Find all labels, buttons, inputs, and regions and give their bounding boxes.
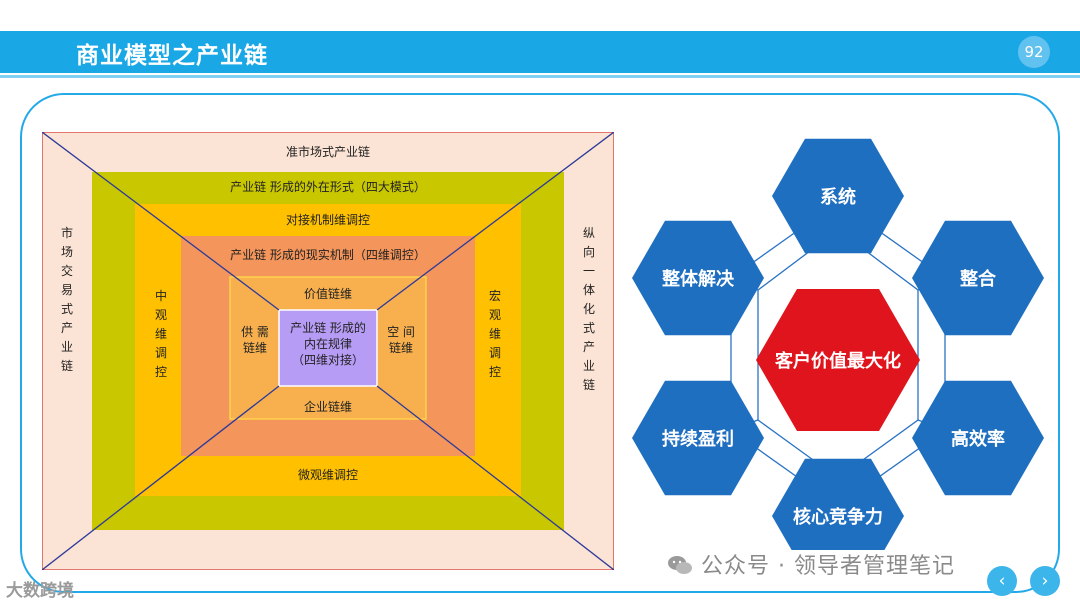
hex-node-efficiency	[912, 380, 1044, 496]
industry-chain-diagram: 准市场式产业链 市场交易式产业链 纵向一体化式产业链 产业链 形成的外在形式（四…	[41, 131, 615, 574]
hex-node-sustained-profit	[632, 380, 764, 496]
diagonal-line	[376, 385, 615, 571]
hex-label-sustained-profit: 持续盈利	[662, 428, 734, 450]
wechat-icon	[668, 556, 692, 574]
center-hex	[756, 289, 920, 431]
nested-layers-graphic	[41, 131, 615, 571]
brand-logo: 大数跨境	[6, 581, 74, 601]
chevron-left-icon[interactable]: ‹	[987, 566, 1017, 596]
hex-node-core-competence	[772, 458, 904, 574]
hex-label-efficiency: 高效率	[951, 428, 1005, 450]
watermark-text: 公众号 · 领导者管理笔记	[701, 554, 955, 579]
layer3-bottom-label: 微观维调控	[297, 468, 358, 482]
outer-top-label: 准市场式产业链	[285, 145, 370, 159]
layer5-left-label: 供 需 链维	[241, 325, 269, 356]
layer5-right-label: 空 间 链维	[387, 325, 415, 356]
layer3-right-label: 宏观维调控	[488, 289, 501, 379]
title-bar: 商业模型之产业链 92	[0, 31, 1080, 78]
layer2-top-label: 产业链 形成的外在形式（四大模式）	[230, 180, 426, 194]
diagonal-line	[41, 131, 280, 311]
center-label: 客户价值最大化	[775, 350, 901, 372]
diagonal-line	[376, 131, 615, 311]
page-title: 商业模型之产业链	[76, 43, 268, 69]
wechat-watermark: 公众号 · 领导者管理笔记	[667, 548, 955, 580]
outer-left-label: 市场交易式产业链	[60, 226, 73, 373]
chevron-right-icon[interactable]: ›	[1030, 566, 1060, 596]
layer3-top-label: 对接机制维调控	[285, 213, 370, 227]
hex-label-total-solution: 整体解决	[661, 268, 735, 290]
hex-label-core-competence: 核心竞争力	[793, 506, 883, 528]
hex-node-integration	[912, 220, 1044, 336]
hex-node-total-solution	[632, 220, 764, 336]
diagonal-line	[41, 385, 280, 571]
hex-label-system: 系统	[820, 186, 856, 208]
layer3-left-label: 中观维调控	[154, 289, 167, 379]
hex-node-system	[772, 138, 904, 254]
layer4-top-label: 产业链 形成的现实机制（四维调控）	[230, 248, 426, 262]
layer5-bottom-label: 企业链维	[303, 400, 352, 414]
hex-label-integration: 整合	[959, 268, 997, 290]
layer5-top-label: 价值链维	[303, 287, 352, 301]
page-number-badge: 92	[1018, 36, 1050, 68]
content-frame	[20, 93, 1060, 593]
outer-right-label: 纵向一体化式产业链	[582, 226, 595, 392]
layer-core	[278, 309, 378, 387]
core-label: 产业链 形成的 内在规律 （四维对接）	[290, 321, 366, 368]
customer-value-diagram: 系统整合高效率核心竞争力 持续盈利 整体解决客户价值最大化	[620, 130, 1050, 574]
